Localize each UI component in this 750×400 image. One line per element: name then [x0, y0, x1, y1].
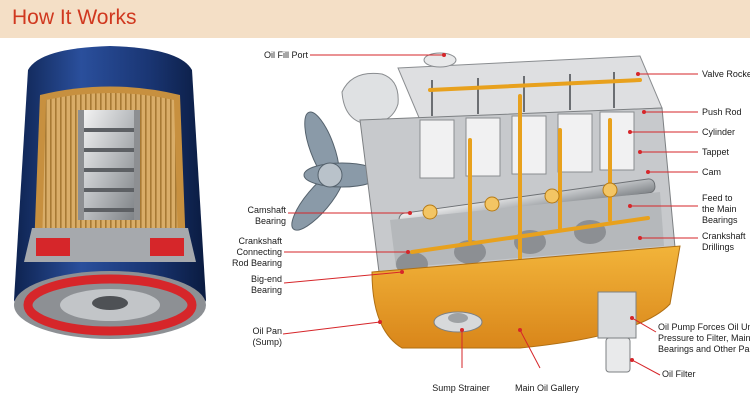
label-tappet: Tappet [702, 147, 730, 157]
label-cam: Cam [702, 167, 722, 177]
leader-lines [282, 53, 698, 376]
label-oil-fill-port: Oil Fill Port [263, 50, 308, 60]
label-oil-filter: Oil Filter [662, 369, 696, 379]
label-oil-pan-sump: Oil Pan(Sump) [252, 326, 282, 347]
label-valve-rocker: Valve Rocker [702, 69, 750, 79]
label-push-rod: Push Rod [702, 107, 742, 117]
engine-cutaway [291, 52, 681, 373]
cooling-fan [291, 111, 381, 231]
label-oil-pump: Oil Pump Forces Oil UnderPressure to Fil… [658, 322, 750, 354]
label-sump-strainer: Sump Strainer [432, 383, 490, 393]
engine-lubrication-illustration [14, 46, 698, 376]
label-cylinder: Cylinder [702, 127, 736, 137]
label-main-oil-gallery: Main Oil Gallery [514, 383, 579, 393]
header-bar: How It Works [0, 0, 750, 38]
oil-filter-cutaway [14, 46, 206, 339]
page-title: How It Works [12, 6, 137, 29]
